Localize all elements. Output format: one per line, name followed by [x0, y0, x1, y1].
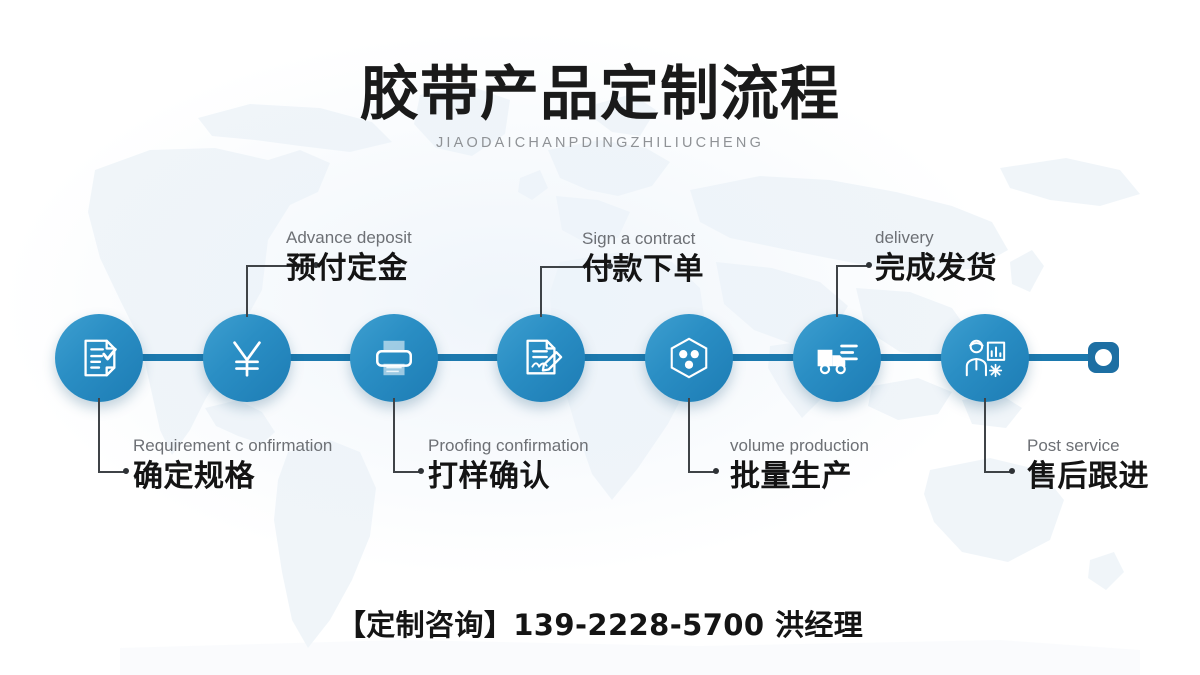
step-node-4[interactable]	[497, 314, 585, 402]
step-label-4-cn: 付款下单	[582, 251, 704, 287]
contract-pen-icon	[518, 335, 564, 381]
step-label-5[interactable]: volume production 批量生产	[730, 436, 869, 494]
step-label-4[interactable]: Sign a contract 付款下单	[582, 229, 704, 287]
timeline-rail-5	[731, 354, 797, 361]
title-block: 胶带产品定制流程 JIAODAICHANPDINGZHILIUCHENG	[0, 62, 1200, 151]
step-label-1[interactable]: Requirement c onfirmation 确定规格	[133, 436, 333, 494]
timeline-rail-3	[436, 354, 502, 361]
step-node-2[interactable]	[203, 314, 291, 402]
step-node-5[interactable]	[645, 314, 733, 402]
step-label-6[interactable]: delivery 完成发货	[875, 228, 997, 286]
printer-icon	[371, 336, 417, 380]
rounded-square-dot-icon	[1095, 349, 1112, 366]
delivery-truck-icon	[813, 337, 861, 379]
step-label-2-cn: 预付定金	[286, 250, 408, 286]
step-label-7[interactable]: Post service 售后跟进	[1027, 436, 1149, 494]
step-label-3-cn: 打样确认	[428, 458, 550, 494]
step-node-1[interactable]	[55, 314, 143, 402]
step-label-6-cn: 完成发货	[875, 250, 997, 286]
step-node-3[interactable]	[350, 314, 438, 402]
page-subtitle: JIAODAICHANPDINGZHILIUCHENG	[435, 134, 765, 151]
step-label-7-en: Post service	[1027, 436, 1120, 455]
hexagon-dots-icon	[666, 335, 712, 381]
step-label-2[interactable]: Advance deposit 预付定金	[286, 228, 412, 286]
step-label-5-en: volume production	[730, 436, 869, 455]
timeline-rail-6	[879, 354, 945, 361]
step-label-5-cn: 批量生产	[730, 458, 852, 494]
step-node-7[interactable]	[941, 314, 1029, 402]
step-label-2-en: Advance deposit	[286, 228, 412, 247]
timeline-rail-1	[140, 354, 206, 361]
step-label-1-en: Requirement c onfirmation	[133, 436, 333, 455]
contact-line: 【定制咨询】139-2228-5700 洪经理	[336, 608, 864, 642]
step-node-6[interactable]	[793, 314, 881, 402]
timeline-rail-4	[583, 354, 649, 361]
step-label-3[interactable]: Proofing confirmation 打样确认	[428, 436, 589, 494]
document-check-icon	[76, 335, 122, 381]
step-label-3-en: Proofing confirmation	[428, 436, 589, 455]
yuan-currency-icon	[225, 335, 269, 381]
page-title: 胶带产品定制流程	[359, 59, 840, 128]
step-label-7-cn: 售后跟进	[1027, 458, 1149, 494]
step-label-1-cn: 确定规格	[133, 458, 255, 494]
step-label-4-en: Sign a contract	[582, 229, 696, 248]
step-label-6-en: delivery	[875, 228, 934, 247]
timeline-rail-2	[288, 354, 354, 361]
support-agent-chart-icon	[962, 335, 1008, 381]
timeline-rail-7	[1027, 354, 1089, 361]
timeline-endcap[interactable]	[1088, 342, 1119, 373]
